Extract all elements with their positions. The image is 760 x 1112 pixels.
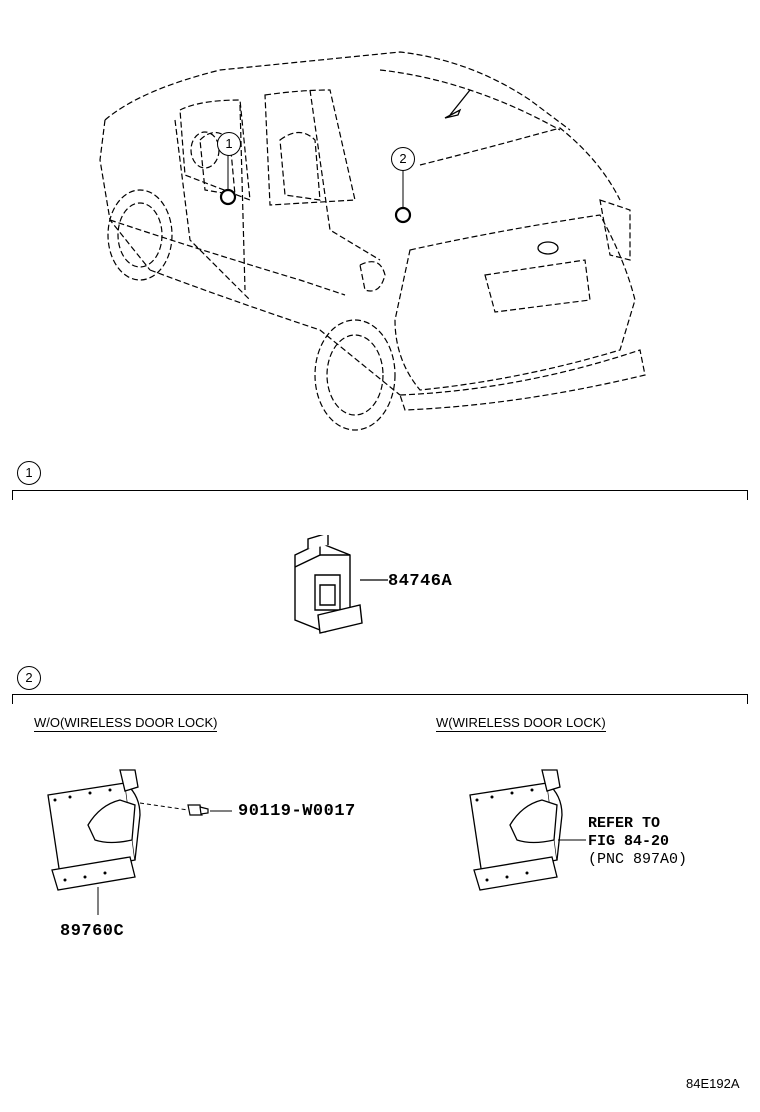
refer-note-line-1: REFER TO: [588, 815, 661, 832]
switch-part-number: 84746A: [388, 572, 453, 591]
section-2-divider-left-tick: [12, 694, 13, 704]
location-callout-2: 2: [391, 147, 415, 171]
ecu-with-wireless-drawing: [469, 769, 586, 891]
section-1-divider-right-tick: [747, 490, 748, 500]
vehicle-illustration: [99, 51, 646, 431]
ecu-part-number: 89760C: [60, 922, 125, 941]
section-2-callout: 2: [17, 666, 41, 690]
variant-label-with-wireless: W(WIRELESS DOOR LOCK): [436, 715, 606, 732]
section-2-divider: [12, 694, 748, 695]
section-1-divider: [12, 490, 748, 491]
section-1-divider-left-tick: [12, 490, 13, 500]
location-callout-1: 1: [217, 132, 241, 156]
section-1-callout: 1: [17, 461, 41, 485]
section-2-divider-right-tick: [747, 694, 748, 704]
refer-note-line-3: (PNC 897A0): [588, 851, 688, 868]
switch-part-drawing: [294, 535, 388, 634]
illustration-code: 84E192A: [686, 1076, 740, 1091]
bolt-part-number: 90119-W0017: [238, 802, 356, 821]
ecu-without-wireless-drawing: [47, 769, 232, 915]
variant-label-without-wireless: W/O(WIRELESS DOOR LOCK): [34, 715, 218, 732]
refer-note-line-2: FIG 84-20: [588, 833, 670, 850]
